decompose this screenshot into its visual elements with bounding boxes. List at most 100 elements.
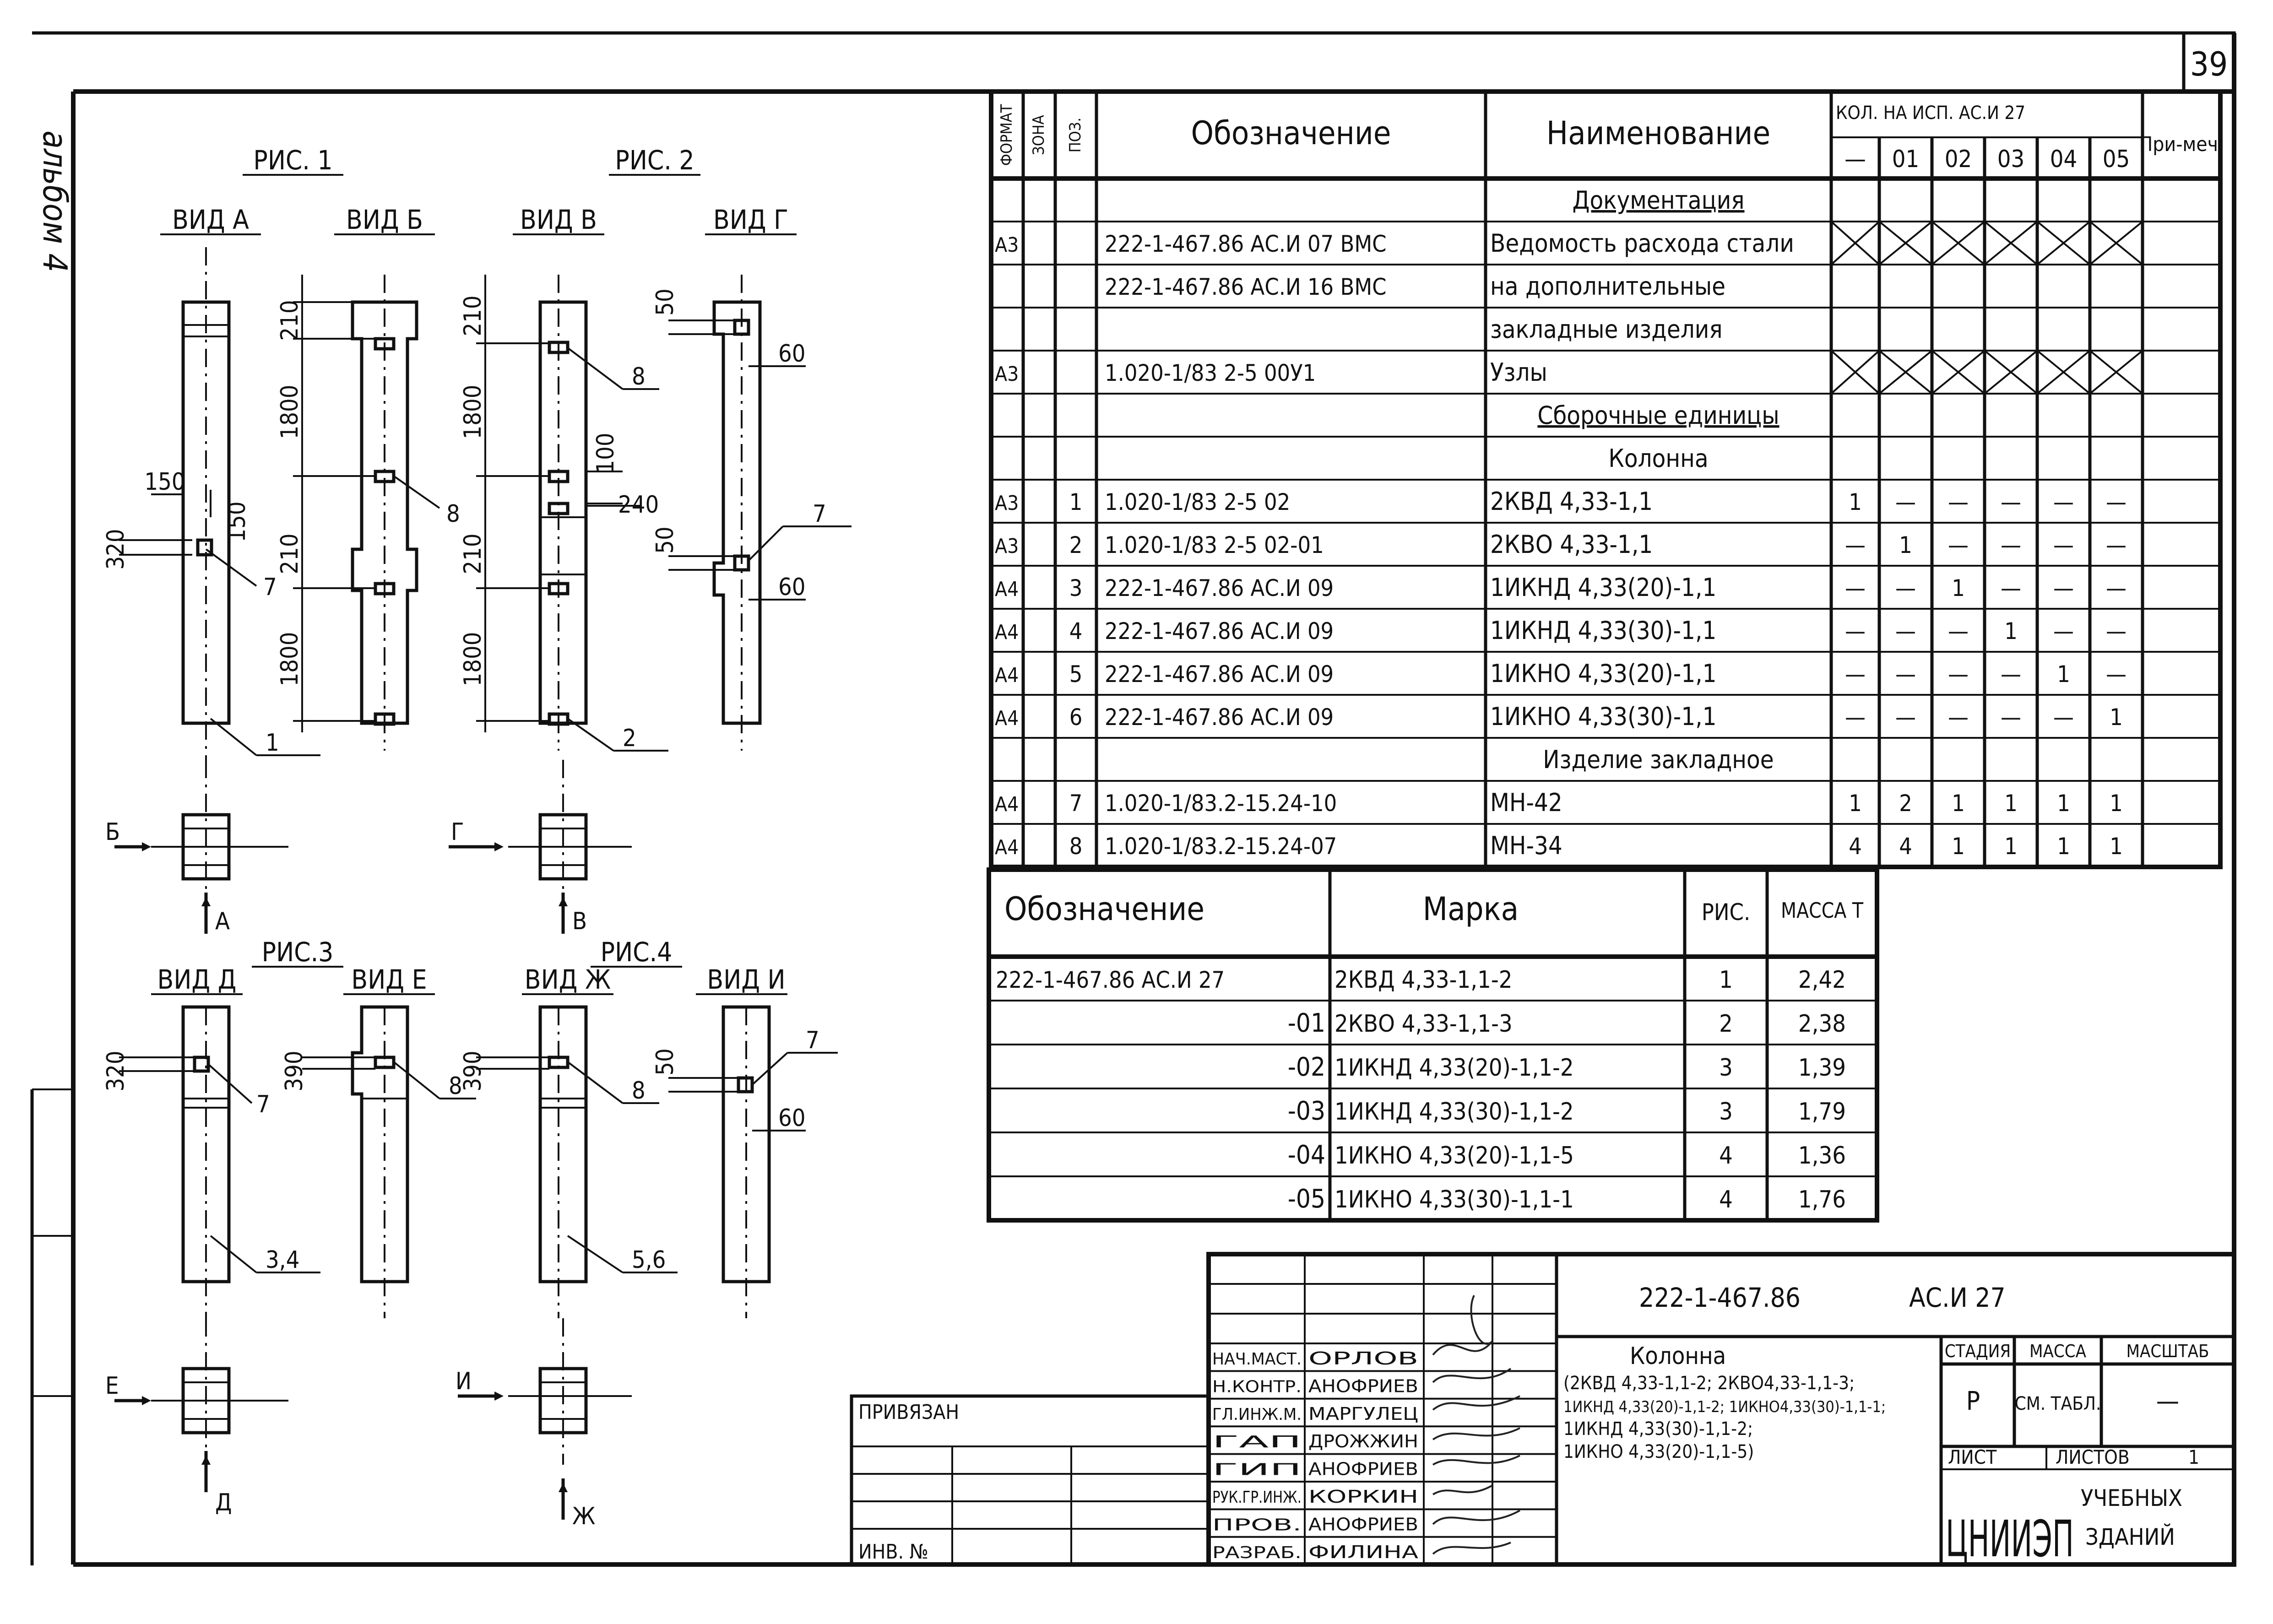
- view-b-column: 210 1800 210 1800 8: [276, 275, 460, 751]
- leader-1: 1: [266, 729, 279, 757]
- mark-row-mark: 1ИКНД 4,33(20)-1,1-2: [1335, 1054, 1574, 1082]
- fig4-caption: РИС.4: [601, 937, 673, 968]
- row-qty-0: —: [1845, 532, 1866, 558]
- hdr-qty-5: 05: [2103, 146, 2130, 173]
- row-pos: 5: [1069, 661, 1083, 687]
- sheet-number-box: 39: [2182, 31, 2236, 93]
- hdr-format: ФОРМАТ: [998, 104, 1016, 166]
- row-format: А3: [995, 233, 1019, 257]
- signatures: [1432, 1295, 1520, 1555]
- row-name: Сборочные единицы: [1537, 401, 1779, 430]
- org-line1: УЧЕБНЫХ: [2081, 1485, 2182, 1511]
- mark-row-mark: 2КВД 4,33-1,1-2: [1335, 966, 1513, 994]
- mark-hdr-fig: РИС.: [1702, 899, 1750, 926]
- mark-row-mark: 2КВО 4,33-1,1-3: [1335, 1010, 1513, 1038]
- spec-row: Документация: [1573, 186, 1745, 215]
- mark-hdr-mass: МАССА Т: [1781, 898, 1864, 923]
- leader-7-a: 7: [263, 574, 277, 601]
- row-qty-4: —: [2053, 704, 2074, 731]
- row-pos: 8: [1069, 833, 1083, 860]
- row-name: 1ИКНО 4,33(30)-1,1: [1490, 702, 1717, 731]
- row-qty-5: —: [2106, 661, 2127, 687]
- dim-320-a: 320: [102, 529, 130, 569]
- row-designation: 222-1-467.86 АС.И 09: [1105, 618, 1334, 644]
- row-qty-4: 1: [2057, 790, 2070, 817]
- row-designation: 222-1-467.86 АС.И 09: [1105, 704, 1334, 731]
- section-g-v: Г В: [449, 760, 632, 935]
- row-name: 2КВД 4,33-1,1: [1490, 487, 1653, 516]
- row-qty-4: 1: [2057, 661, 2070, 687]
- hdr-designation: Обозначение: [1191, 114, 1391, 152]
- sheet-label: ЛИСТ: [1948, 1446, 1997, 1468]
- section-mark-b: Б: [105, 818, 120, 846]
- row-qty-3: —: [2001, 532, 2021, 558]
- row-qty-4: —: [2053, 618, 2074, 644]
- staff-row: Н.КОНТР.АНОФРИЕВ: [1212, 1376, 1418, 1396]
- item-title: Колонна: [1630, 1343, 1726, 1370]
- view-a-column: 150 150 320 7 1: [102, 247, 320, 760]
- row-designation: 222-1-467.86 АС.И 09: [1105, 661, 1334, 687]
- mark-row-designation: -02: [1288, 1052, 1325, 1082]
- view-g-caption: ВИД Г: [713, 204, 788, 235]
- view-d-caption: ВИД Д: [157, 964, 237, 995]
- leader-7-g: 7: [813, 500, 826, 528]
- view-i-column: 50 60 7: [651, 1005, 838, 1318]
- cross-mark: [2089, 221, 2143, 265]
- staff-name: ФИЛИНА: [1308, 1542, 1419, 1562]
- row-name: Колонна: [1608, 444, 1708, 473]
- hdr-qty-3: 03: [1997, 146, 2025, 173]
- org-logo: ЦНИИЭП: [1946, 1510, 2074, 1568]
- row-designation: 222-1-467.86 АС.И 07 ВМС: [1105, 231, 1387, 257]
- row-pos: 3: [1069, 575, 1083, 601]
- hdr-qty-0: —: [1844, 146, 1866, 173]
- row-qty-3: 1: [2004, 790, 2018, 817]
- hdr-qty-4: 04: [2050, 146, 2078, 173]
- staff-role: ГАП: [1212, 1433, 1302, 1451]
- privyazan-strip: ПРИВЯЗАН ИНВ. №: [850, 1394, 1210, 1566]
- item-subtitle-1: (2КВД 4,33-1,1-2; 2КВО4,33-1,1-3;: [1563, 1373, 1855, 1394]
- row-format: А3: [995, 535, 1019, 558]
- row-designation: 1.020-1/83.2-15.24-10: [1105, 790, 1337, 817]
- row-format: А4: [995, 578, 1019, 601]
- row-name: на дополнительные: [1490, 272, 1725, 301]
- row-format: А4: [995, 664, 1019, 687]
- row-qty-5: —: [2106, 575, 2127, 601]
- dim-50-g1: 50: [651, 288, 679, 316]
- row-qty-2: —: [1948, 489, 1969, 515]
- leader-2: 2: [623, 725, 636, 752]
- mark-row-designation: -04: [1288, 1140, 1325, 1170]
- hdr-note: При-меч.: [2139, 133, 2224, 156]
- section-e-d: Е Д: [105, 1318, 288, 1516]
- item-subtitle-3: 1ИКНД 4,33(30)-1,1-2;: [1563, 1418, 1753, 1440]
- row-qty-0: —: [1845, 618, 1866, 644]
- row-designation: 1.020-1/83 2-5 02-01: [1105, 532, 1324, 558]
- sheets-value: 1: [2188, 1446, 2199, 1468]
- row-qty-0: —: [1845, 575, 1866, 601]
- staff-role: ГЛ.ИНЖ.М.: [1212, 1405, 1302, 1424]
- view-d-column: 320 7 3,4: [102, 1005, 320, 1318]
- row-name: МН-42: [1490, 788, 1562, 817]
- view-zh-column: 390 8 5,6: [459, 1005, 678, 1318]
- row-qty-1: —: [1895, 489, 1916, 515]
- view-g-column: 50 60 50 60 7: [651, 275, 852, 751]
- dim-150-b: 150: [223, 501, 251, 542]
- hdr-zone: ЗОНА: [1030, 115, 1048, 155]
- mark-hdr-mark: Марка: [1423, 890, 1519, 928]
- row-qty-5: 1: [2110, 833, 2123, 860]
- row-pos: 6: [1069, 704, 1083, 731]
- cross-mark: [2089, 350, 2143, 395]
- spec-row: Изделие закладное: [1543, 745, 1774, 774]
- dim-210-b1: 210: [276, 300, 304, 341]
- mark-row-fig: 3: [1719, 1098, 1733, 1126]
- album-label: альбом 4: [36, 130, 74, 272]
- staff-name: ОРЛОВ: [1308, 1348, 1418, 1369]
- dim-100-v: 100: [592, 433, 619, 473]
- cross-mark: [1931, 221, 1985, 265]
- fig3-caption: РИС.3: [262, 937, 334, 968]
- row-name: МН-34: [1490, 831, 1562, 860]
